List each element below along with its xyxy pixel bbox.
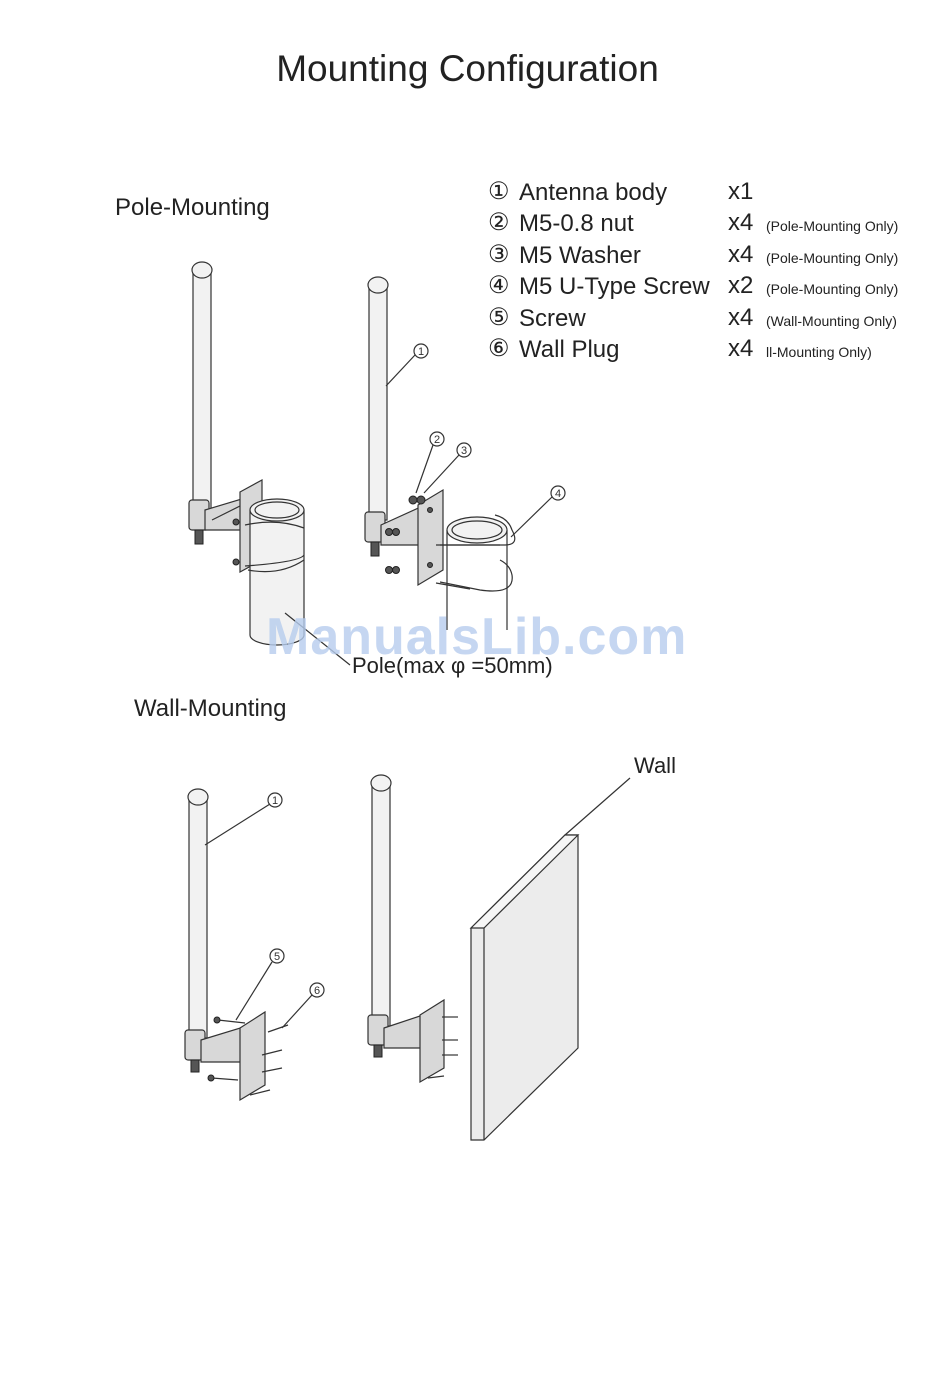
pole-mount-exploded-illustration (364, 276, 516, 630)
wall-plug (249, 1089, 271, 1096)
antenna-body (371, 785, 391, 1027)
part-name: Wall Plug (519, 336, 620, 363)
wall-plug (261, 1049, 283, 1056)
part-quantity: x1 (728, 178, 754, 205)
antenna-body (368, 287, 388, 521)
screw (217, 1019, 246, 1024)
bracket-plate (417, 488, 444, 587)
nut (385, 528, 393, 536)
washer (392, 566, 400, 574)
antenna-cap (187, 788, 209, 806)
watermark: ManualsLib.com (266, 608, 688, 666)
antenna-connector (373, 1044, 383, 1058)
antenna-connector (194, 529, 204, 545)
part-number: ④ (488, 272, 510, 299)
pole (446, 530, 508, 630)
callout-number-6: 6 (314, 985, 320, 997)
part-quantity: x2 (728, 272, 754, 299)
part-number: ① (488, 178, 510, 205)
antenna-connector (370, 541, 380, 557)
bracket-plate (419, 998, 445, 1084)
part-name: M5 U-Type Screw (519, 273, 710, 300)
part-note: (Pole-Mounting Only) (766, 250, 899, 266)
pole (249, 510, 305, 646)
part-note: (Wall-Mounting Only) (766, 313, 897, 329)
part-number: ⑤ (488, 304, 510, 331)
wall-mount-exploded-illustration (184, 788, 289, 1102)
part-number: ③ (488, 241, 510, 268)
part-note: (Pole-Mounting Only) (766, 218, 899, 234)
part-note: ll-Mounting Only) (766, 344, 872, 360)
antenna-body (188, 799, 208, 1039)
wall-callout-label: Wall (634, 753, 676, 778)
antenna-cap (191, 261, 213, 279)
pole-mount-callouts: 1 2 3 4 (284, 343, 566, 666)
part-number: ⑥ (488, 335, 510, 362)
callout-number-1: 1 (418, 346, 424, 358)
section-title-pole-mounting: Pole-Mounting (115, 194, 270, 221)
part-note: (Pole-Mounting Only) (766, 281, 899, 297)
callout-number-3: 3 (461, 445, 467, 457)
nut (385, 566, 393, 574)
callout-number-4: 4 (555, 488, 561, 500)
antenna-connector (190, 1059, 200, 1073)
part-name: Screw (519, 305, 586, 332)
part-quantity: x4 (728, 304, 754, 331)
part-name: Antenna body (519, 179, 668, 206)
part-name: M5-0.8 nut (519, 210, 634, 237)
part-quantity: x4 (728, 209, 754, 236)
page-title: Mounting Configuration (276, 48, 659, 89)
callout-number-2: 2 (434, 434, 440, 446)
part-quantity: x4 (728, 241, 754, 268)
part-quantity: x4 (728, 335, 754, 362)
screw (211, 1077, 239, 1081)
section-title-wall-mounting: Wall-Mounting (134, 695, 287, 722)
wall-plug (261, 1067, 283, 1073)
antenna-body (192, 271, 212, 513)
callout-number-1: 1 (272, 795, 278, 807)
antenna-cap (370, 774, 392, 792)
washer (416, 495, 426, 505)
washer (392, 528, 400, 536)
wall-plug (267, 1024, 289, 1033)
pole-mount-assembled-illustration (188, 261, 305, 646)
nut (408, 495, 418, 505)
antenna-cap (367, 276, 389, 294)
wall-mount-callouts: 1 5 6 (204, 792, 325, 1029)
callout-number-5: 5 (274, 951, 280, 963)
wall-block (469, 777, 631, 1141)
pole-callout-label: Pole(max φ =50mm) (352, 653, 553, 678)
wall-mount-assembled-illustration (367, 774, 458, 1084)
bracket-plate (239, 1010, 266, 1102)
part-name: M5 Washer (519, 242, 641, 269)
part-number: ② (488, 209, 510, 236)
